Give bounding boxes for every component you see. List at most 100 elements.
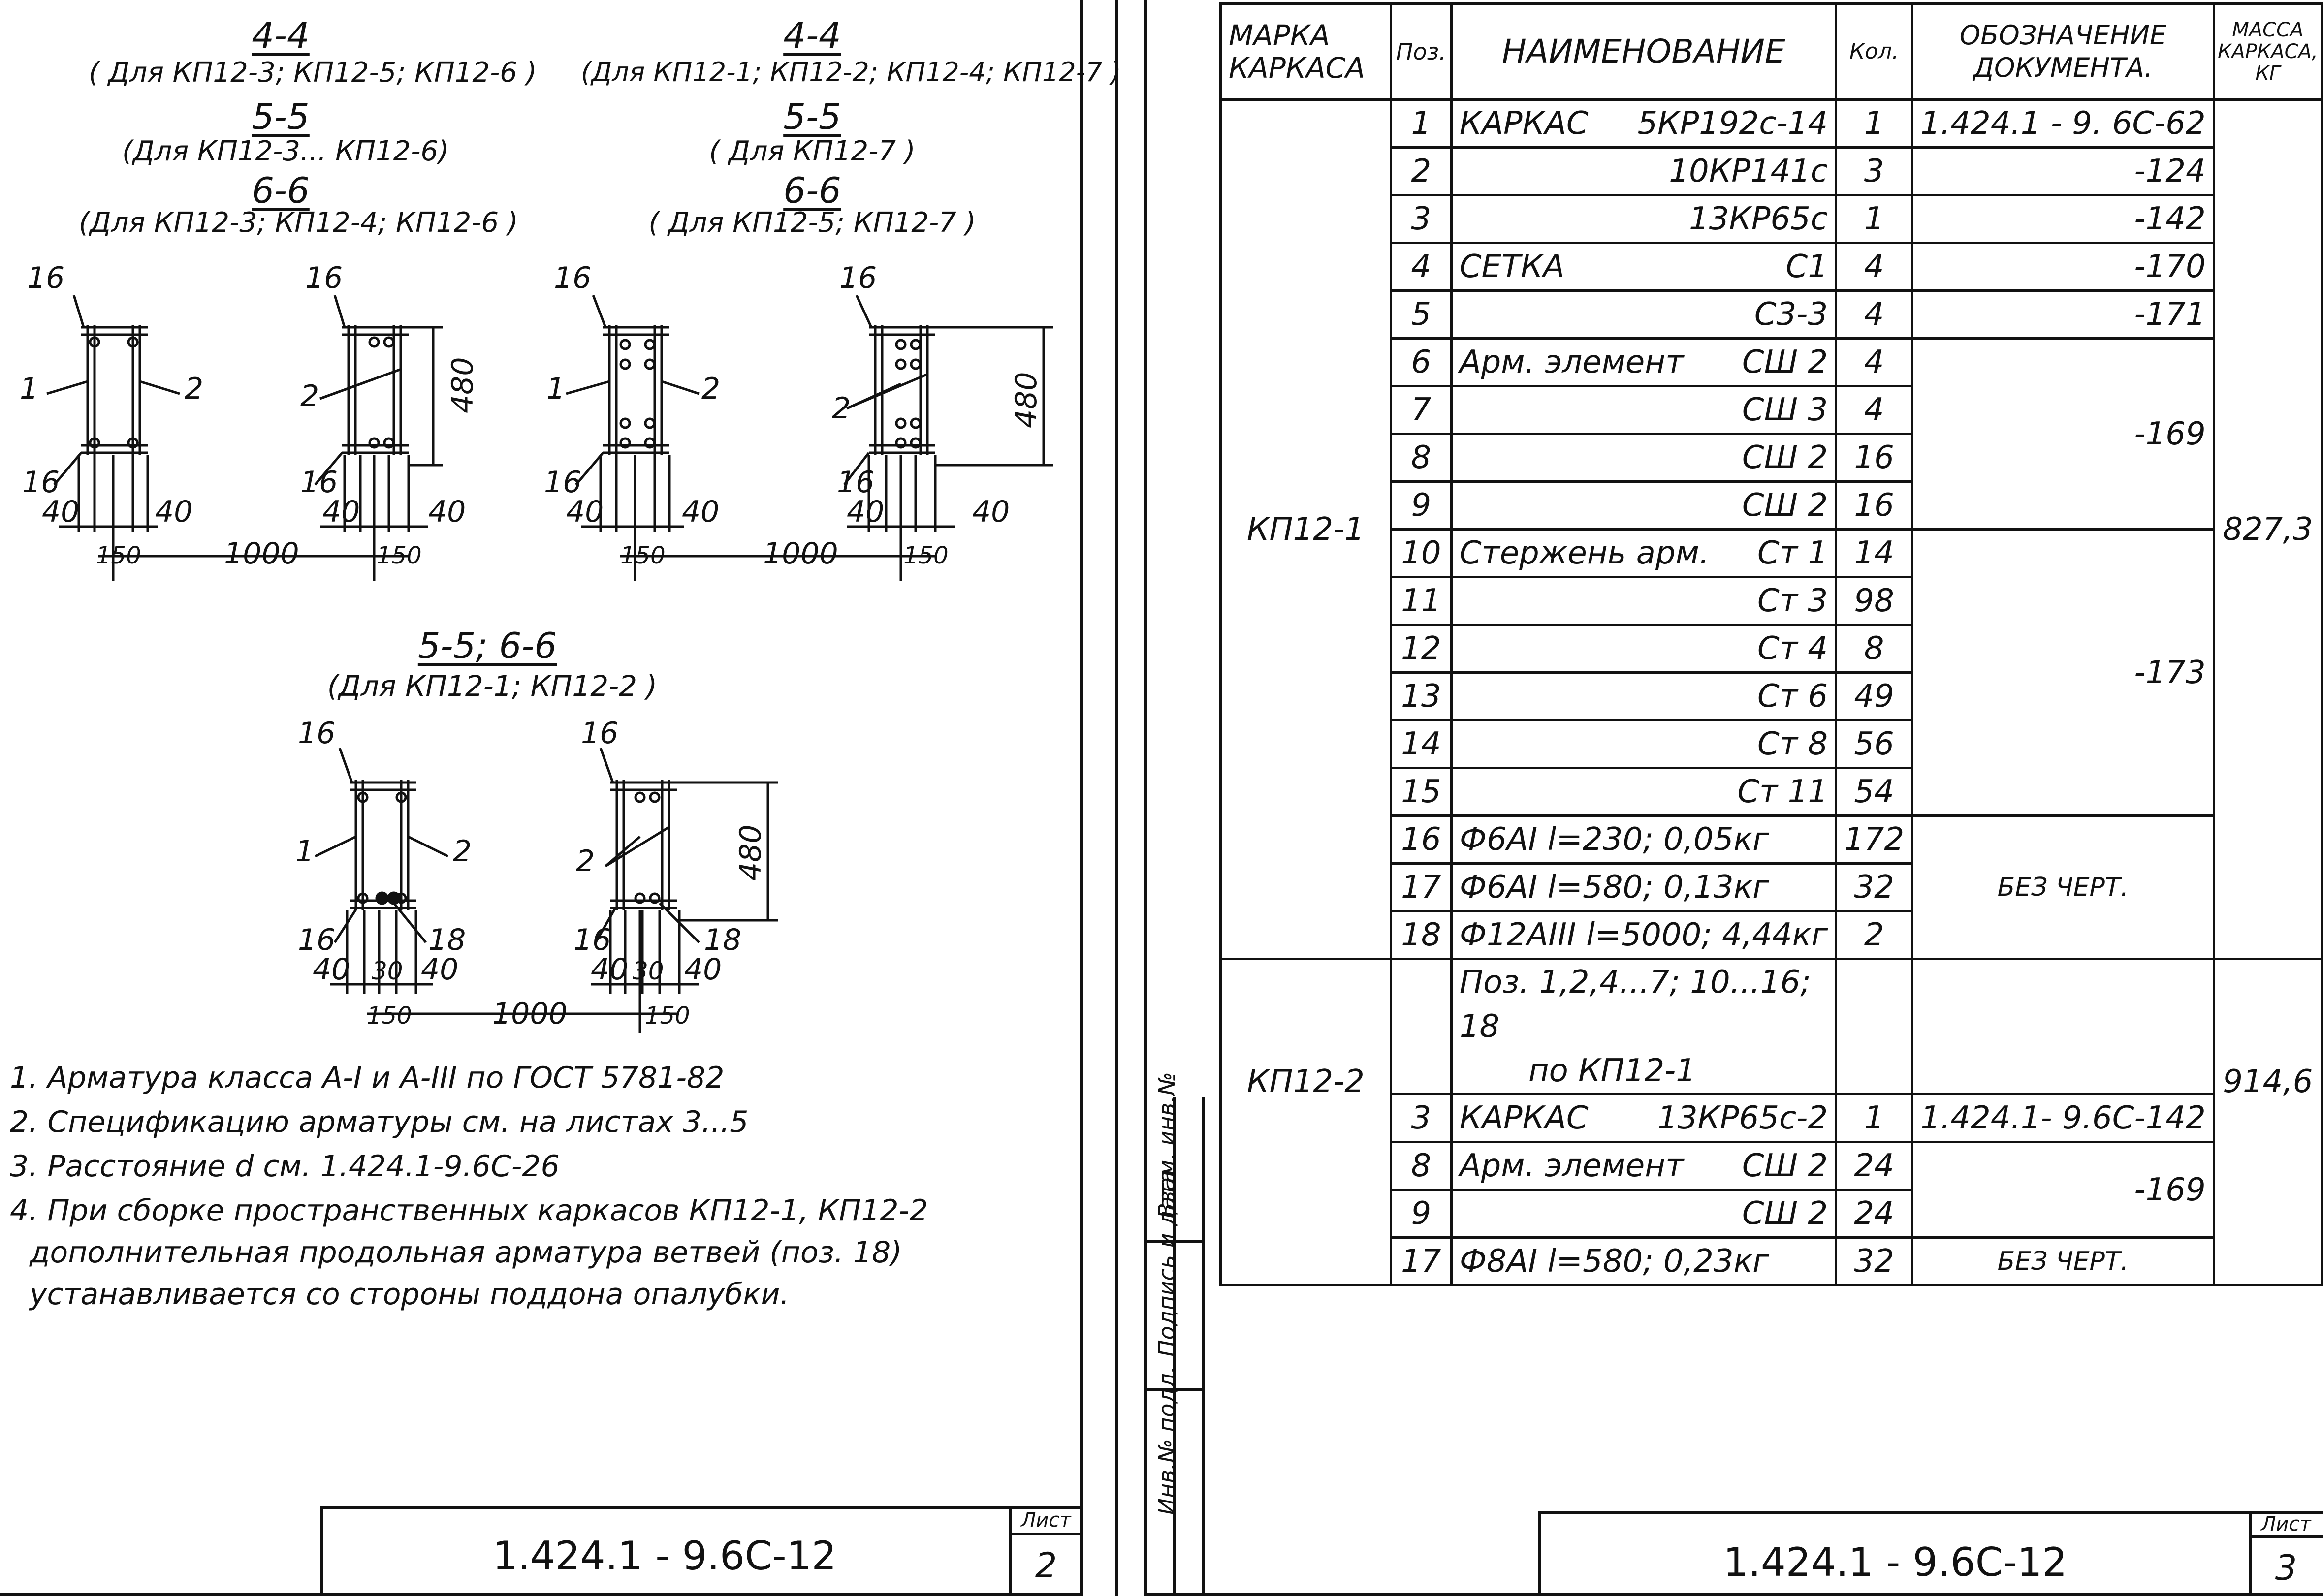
name-cell: Ст 8 [1450, 719, 1838, 769]
frame-mark-cell: КП12-1 [1219, 98, 1392, 960]
side-stamp-replace: Взам. инв.№ [1153, 1072, 1180, 1219]
name-cell: 10КР141с [1450, 146, 1838, 196]
dim-label: 150 [620, 542, 666, 569]
sheet-label: Лист [2261, 1513, 2311, 1535]
cross-section-drawing-bottom: 16 1 2 16 18 40 30 40 150 1000 150 16 2 … [295, 716, 778, 1033]
pos-cell: 17 [1389, 1236, 1453, 1286]
name-cell: Арм. элемент СШ 2 [1450, 337, 1838, 387]
section-title: 6-6 [252, 170, 310, 211]
name-right: С1 [1785, 249, 1828, 285]
pos-label: 16 [22, 465, 60, 500]
pos-label: 2 [576, 844, 595, 878]
name-cell: Ст 6 [1450, 671, 1838, 721]
note-1: 1. Арматура класса А-I и А-III по ГОСТ 5… [10, 1061, 725, 1095]
section-subtitle: (Для КП12-3... КП12-6) [122, 135, 449, 167]
name-left: Ф6АI l=580; 0,13кг [1459, 869, 1769, 906]
dim-label: 40 [847, 495, 884, 529]
name-left: СЕТКА [1459, 249, 1565, 285]
name-left: Ф12АIII l=5000; 4,44кг [1459, 917, 1828, 953]
qty-cell: 4 [1835, 385, 1914, 435]
name-cell: СШ 2 [1450, 1189, 1838, 1239]
qty-cell: 16 [1835, 480, 1914, 531]
qty-cell: 24 [1835, 1141, 1914, 1191]
title-block [1538, 1511, 2323, 1596]
pos-cell: 3 [1389, 194, 1453, 244]
name-right: Ст 8 [1757, 726, 1828, 762]
name-right: 13КР65с [1688, 201, 1828, 237]
pos-cell: 11 [1389, 576, 1453, 626]
qty-cell: 172 [1835, 814, 1914, 865]
name-right: СШ 2 [1742, 1148, 1828, 1184]
pos-cell: 17 [1389, 862, 1453, 912]
name-right: Ст 11 [1737, 774, 1828, 810]
binding-line [1115, 0, 1118, 1596]
name-cell: СЕТКА С1 [1450, 242, 1838, 292]
name-left: Арм. элемент [1459, 344, 1684, 380]
frame-mass-cell: 914,6 [2212, 958, 2323, 1286]
sheet-number: 3 [2275, 1548, 2297, 1588]
name-right: Ст 4 [1757, 630, 1828, 667]
dim-label: 40 [155, 495, 192, 529]
header-pos: Поз. [1389, 2, 1453, 101]
pos-label: 1 [295, 834, 314, 869]
pos-cell: 15 [1389, 767, 1453, 817]
qty-cell: 1 [1835, 98, 1914, 149]
pos-cell: 18 [1389, 910, 1453, 960]
section-subtitle: (Для КП12-1; КП12-2 ) [327, 669, 658, 703]
dim-label: 40 [972, 495, 1010, 529]
sheet-label-divider [1009, 1506, 1083, 1535]
name-cell: Ст 11 [1450, 767, 1838, 817]
section-subtitle: (Для КП12-3; КП12-4; КП12-6 ) [79, 207, 518, 239]
qty-cell: 1 [1835, 1093, 1914, 1143]
name-cell: С3-3 [1450, 289, 1838, 340]
pos-label: 16 [554, 261, 591, 295]
dim-label: 480 [1009, 372, 1044, 428]
dim-label: 40 [42, 495, 79, 529]
pos-label: 2 [701, 372, 720, 406]
name-left: КАРКАС [1459, 105, 1589, 142]
note-4-cont: дополнительная продольная арматура ветве… [30, 1235, 902, 1270]
dim-label: 150 [645, 1002, 690, 1030]
qty-cell: 16 [1835, 433, 1914, 483]
frame-mass-cell: 827,3 [2212, 98, 2323, 960]
dim-label: 1000 [224, 536, 299, 571]
qty-cell: 3 [1835, 146, 1914, 196]
dim-label: 30 [372, 957, 403, 985]
name-cell: Ф8АI l=580; 0,23кг [1450, 1236, 1838, 1286]
name-right: СШ 2 [1742, 344, 1828, 380]
section-title: 4-4 [783, 15, 841, 56]
frame-mark-cell: КП12-2 [1219, 958, 1392, 1286]
section-title: 5-5 [252, 96, 310, 137]
qty-cell: 1 [1835, 194, 1914, 244]
dim-label: 30 [633, 957, 664, 985]
pos-label: 16 [837, 465, 874, 500]
sheet-label-divider [2249, 1511, 2323, 1538]
pos-label: 16 [300, 465, 338, 500]
section-subtitle: (Для КП12-1; КП12-2; КП12-4; КП12-7 ) [581, 57, 1121, 88]
qty-cell: 14 [1835, 528, 1914, 578]
qty-cell: 4 [1835, 337, 1914, 387]
doc-cell: 1.424.1- 9.6С-142 [1911, 1093, 2215, 1143]
pos-label: 16 [298, 716, 335, 751]
pos-label: 2 [300, 379, 319, 413]
pos-label: 2 [832, 391, 851, 426]
pos-cell: 13 [1389, 671, 1453, 721]
name-cell: Ст 4 [1450, 624, 1838, 674]
name-cell: СШ 3 [1450, 385, 1838, 435]
doc-cell: -173 [1911, 528, 2215, 817]
note-3: 3. Расстояние d см. 1.424.1-9.6С-26 [10, 1149, 560, 1184]
dim-label: 40 [428, 495, 466, 529]
qty-cell: 4 [1835, 289, 1914, 340]
